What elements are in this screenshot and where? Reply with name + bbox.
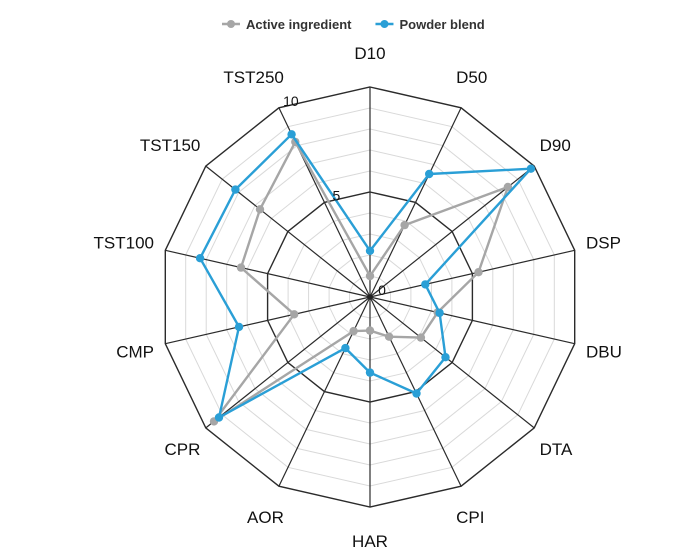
axis-label-d90: D90 (540, 136, 571, 155)
legend-item-powder-blend: Powder blend (375, 17, 485, 32)
legend-label-powder-blend: Powder blend (399, 17, 484, 32)
data-point-powder-blend-cpr (214, 413, 224, 422)
data-point-active-ingredient-d50 (400, 220, 409, 230)
data-point-powder-blend-dsp (421, 280, 430, 289)
data-point-powder-blend-tst250 (287, 130, 296, 139)
axis-label-dbu: DBU (586, 342, 622, 361)
data-point-powder-blend-tst150 (231, 185, 240, 194)
legend-label-active-ingredient: Active ingredient (246, 17, 352, 32)
data-point-powder-blend-tst100 (195, 254, 205, 263)
axis-label-cmp: CMP (116, 342, 154, 361)
data-point-powder-blend-aor (341, 343, 350, 353)
axis-label-tst100: TST100 (94, 234, 154, 253)
data-point-active-ingredient-har (365, 326, 375, 335)
axis-label-cpr: CPR (164, 440, 200, 459)
axis-label-har: HAR (352, 532, 388, 551)
data-point-powder-blend-d50 (425, 169, 434, 179)
spoke-cmp (165, 296, 371, 345)
axis-label-aor: AOR (247, 508, 284, 527)
series-powder-blend (195, 130, 536, 422)
data-point-active-ingredient-d90 (503, 182, 513, 192)
data-point-powder-blend-dbu (435, 308, 444, 318)
spoke-dta (369, 296, 535, 429)
spoke-cpr (205, 296, 371, 429)
data-point-active-ingredient-tst150 (255, 205, 265, 214)
tick-label-10: 10 (283, 93, 299, 109)
tick-labels: 0 5 10 (283, 93, 386, 298)
spoke-dbu (369, 296, 575, 345)
axis-label-dsp: DSP (586, 234, 621, 253)
axis-label-d50: D50 (456, 68, 487, 87)
legend-item-active-ingredient: Active ingredient (222, 17, 352, 32)
spoke-dsp (369, 249, 575, 298)
legend-swatch-marker-active-ingredient (227, 20, 235, 28)
data-point-active-ingredient-aor (349, 326, 358, 336)
series-active-ingredient (209, 137, 513, 426)
data-point-powder-blend-cmp (234, 322, 244, 332)
data-point-powder-blend-d90 (526, 164, 536, 173)
data-point-active-ingredient-dta (416, 333, 426, 342)
data-point-active-ingredient-d10 (365, 271, 375, 281)
axis-label-d10: D10 (354, 44, 385, 63)
center-point (367, 294, 373, 300)
data-point-active-ingredient-tst100 (236, 263, 246, 272)
data-point-active-ingredient-cmp (290, 310, 299, 319)
data-point-active-ingredient-cpi (384, 332, 394, 341)
data-point-powder-blend-cpi (412, 389, 421, 398)
tick-label-0: 0 (378, 282, 386, 298)
axis-label-cpi: CPI (456, 508, 484, 527)
axis-label-dta: DTA (540, 440, 573, 459)
data-point-powder-blend-dta (441, 353, 450, 362)
tick-label-5: 5 (333, 187, 341, 203)
data-point-powder-blend-d10 (365, 246, 375, 255)
axis-label-tst250: TST250 (223, 68, 283, 87)
data-point-active-ingredient-dsp (474, 268, 483, 277)
series-layer (195, 130, 536, 426)
legend-swatch-marker-powder-blend (380, 20, 389, 28)
legend: Active ingredient Powder blend (222, 17, 485, 32)
data-point-powder-blend-har (365, 368, 375, 377)
axis-label-tst150: TST150 (140, 136, 200, 155)
spoke-d50 (369, 107, 462, 298)
